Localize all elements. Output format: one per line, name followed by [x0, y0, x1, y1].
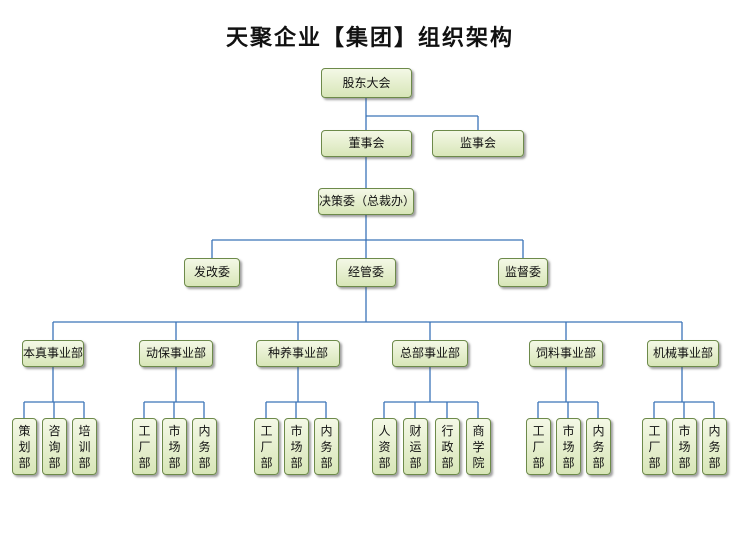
- department-node: 市场部: [162, 418, 187, 475]
- department-label: 工厂部: [138, 423, 151, 470]
- node-label: 董事会: [348, 136, 385, 150]
- division-node: 动保事业部: [139, 340, 213, 367]
- node-shareholders: 股东大会: [321, 68, 412, 98]
- department-node: 财运部: [403, 418, 428, 475]
- division-label: 动保事业部: [145, 346, 206, 360]
- division-node: 总部事业部: [392, 340, 468, 367]
- department-node: 人资部: [372, 418, 397, 475]
- node-label: 经管委: [347, 265, 384, 279]
- department-node: 培训部: [72, 418, 97, 475]
- department-node: 行政部: [435, 418, 460, 475]
- department-label: 市场部: [678, 423, 691, 470]
- node-management: 经管委: [336, 258, 396, 287]
- department-node: 内务部: [586, 418, 611, 475]
- department-label: 市场部: [290, 423, 303, 470]
- department-node: 工厂部: [526, 418, 551, 475]
- department-label: 内务部: [198, 423, 211, 470]
- node-decision: 决策委（总裁办）: [318, 188, 416, 215]
- department-label: 内务部: [592, 423, 605, 470]
- node-supervisory: 监事会: [432, 130, 524, 157]
- department-label: 行政部: [441, 423, 454, 470]
- department-node: 市场部: [284, 418, 309, 475]
- department-node: 内务部: [192, 418, 217, 475]
- department-node: 工厂部: [254, 418, 279, 475]
- department-node: 工厂部: [642, 418, 667, 475]
- node-label: 股东大会: [342, 75, 391, 90]
- department-node: 工厂部: [132, 418, 157, 475]
- department-label: 策划部: [18, 423, 31, 470]
- node-label: 监事会: [459, 136, 496, 150]
- department-node: 咨询部: [42, 418, 67, 475]
- department-node: 商学院: [466, 418, 491, 475]
- division-label: 机械事业部: [652, 346, 713, 360]
- department-label: 工厂部: [260, 423, 273, 470]
- department-node: 策划部: [12, 418, 37, 475]
- department-label: 内务部: [320, 423, 333, 470]
- department-label: 工厂部: [648, 423, 661, 470]
- division-label: 种养事业部: [267, 346, 328, 360]
- department-label: 咨询部: [48, 423, 61, 470]
- node-board: 董事会: [321, 130, 412, 157]
- department-label: 工厂部: [532, 423, 545, 470]
- node-label: 发改委: [193, 265, 230, 279]
- chart-title: 天聚企业【集团】组织架构: [225, 26, 514, 51]
- department-label: 商学院: [472, 423, 485, 470]
- department-node: 内务部: [702, 418, 727, 475]
- division-label: 本真事业部: [23, 346, 84, 360]
- department-label: 市场部: [562, 423, 575, 470]
- division-node: 种养事业部: [256, 340, 340, 367]
- department-node: 内务部: [314, 418, 339, 475]
- department-label: 市场部: [168, 423, 181, 470]
- department-node: 市场部: [672, 418, 697, 475]
- department-label: 人资部: [378, 423, 391, 470]
- department-label: 财运部: [409, 423, 422, 470]
- node-label: 决策委（总裁办）: [319, 194, 416, 208]
- node-supervision: 监督委: [498, 258, 548, 287]
- node-reform: 发改委: [184, 258, 240, 287]
- division-label: 饲料事业部: [535, 346, 596, 360]
- division-node: 饲料事业部: [529, 340, 603, 367]
- department-node: 市场部: [556, 418, 581, 475]
- division-label: 总部事业部: [399, 346, 460, 360]
- department-label: 内务部: [708, 423, 721, 470]
- division-node: 本真事业部: [22, 340, 84, 367]
- department-label: 培训部: [78, 423, 91, 470]
- node-label: 监督委: [504, 265, 541, 279]
- division-node: 机械事业部: [647, 340, 719, 367]
